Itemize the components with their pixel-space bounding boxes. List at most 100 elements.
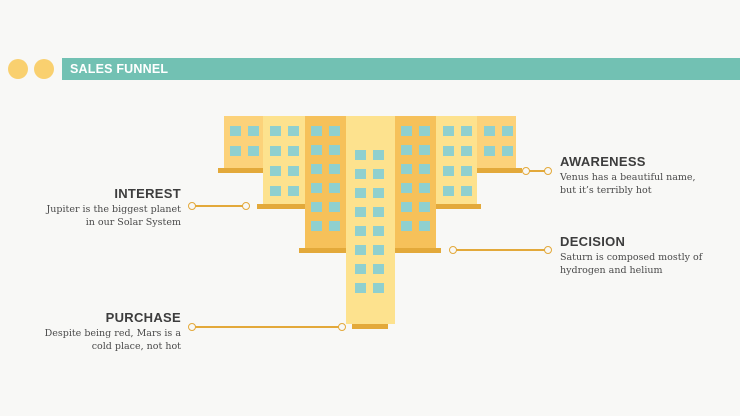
building-inner-right-window [401,126,412,136]
building-left-window [288,146,299,156]
building-inner-left-window [311,221,322,231]
building-right-base [431,204,481,209]
building-left-base [257,204,307,209]
interest-connector [193,205,246,207]
building-far-left-window [248,146,259,156]
building-far-right-window [484,126,495,136]
building-inner-left-window [311,164,322,174]
building-center-window [373,245,384,255]
awareness-connector-start [522,167,530,175]
building-inner-right-base [389,248,441,253]
building-inner-left-window [329,145,340,155]
title-banner: SALES FUNNEL [62,58,740,80]
decision-connector [454,249,548,251]
building-inner-right-window [419,126,430,136]
building-far-left-window [230,146,241,156]
awareness-label: AWARENESS Venus has a beautiful name, bu… [560,154,710,197]
building-left-window [270,186,281,196]
building-far-right-window [502,146,513,156]
building-far-left-base [218,168,268,173]
building-inner-right-window [419,164,430,174]
building-right-window [443,146,454,156]
building-left-window [288,126,299,136]
building-left-window [288,186,299,196]
building-right-window [461,186,472,196]
building-left-window [288,166,299,176]
interest-description: Jupiter is the biggest planet in our Sol… [46,204,181,228]
building-far-left [224,116,264,168]
building-inner-right-window [401,221,412,231]
building-inner-left-window [329,202,340,212]
building-inner-left-window [311,145,322,155]
building-center [346,116,395,324]
building-inner-right-window [419,221,430,231]
building-inner-right-window [401,145,412,155]
purchase-title: PURCHASE [105,310,181,325]
building-right-window [443,126,454,136]
building-center-window [373,207,384,217]
building-center-window [355,169,366,179]
building-inner-left-window [311,183,322,193]
building-center-window [373,264,384,274]
building-left-window [270,146,281,156]
building-far-right-window [502,126,513,136]
building-inner-right-window [419,145,430,155]
decor-dot-left [8,59,28,79]
awareness-connector-end [544,167,552,175]
purchase-description: Despite being red, Mars is a cold place,… [44,328,181,352]
building-center-window [373,150,384,160]
building-inner-left-window [329,164,340,174]
building-center-window [355,264,366,274]
building-inner-right-window [401,164,412,174]
awareness-title: AWARENESS [560,154,646,169]
page-title: SALES FUNNEL [70,62,169,76]
building-inner-left-window [311,202,322,212]
building-center-window [373,169,384,179]
interest-label: INTEREST Jupiter is the biggest planet i… [40,186,181,229]
building-inner-right-window [419,183,430,193]
awareness-connector [527,170,550,172]
building-far-right-base [472,168,522,173]
interest-connector-end [242,202,250,210]
decision-label: DECISION Saturn is composed mostly of hy… [560,234,710,277]
building-far-right-window [484,146,495,156]
building-right-window [443,166,454,176]
building-inner-right-window [419,202,430,212]
purchase-connector-end [338,323,346,331]
building-right-window [461,146,472,156]
decision-connector-start [449,246,457,254]
building-center-base [352,324,388,329]
building-center-window [355,226,366,236]
purchase-connector [193,326,342,328]
building-center-window [373,226,384,236]
building-far-left-window [230,126,241,136]
building-far-right [476,116,516,168]
building-left-window [270,126,281,136]
building-inner-right-window [401,183,412,193]
building-right-window [443,186,454,196]
interest-connector-start [188,202,196,210]
purchase-label: PURCHASE Despite being red, Mars is a co… [40,310,181,353]
building-center-window [355,283,366,293]
building-center-window [373,188,384,198]
building-inner-left-base [299,248,351,253]
decor-dot-right [34,59,54,79]
interest-title: INTEREST [114,186,181,201]
building-center-window [373,283,384,293]
building-center-window [355,188,366,198]
building-inner-right-window [401,202,412,212]
decision-description: Saturn is composed mostly of hydrogen an… [560,252,703,276]
building-inner-left-window [329,221,340,231]
awareness-description: Venus has a beautiful name, but it’s ter… [560,172,696,196]
decision-title: DECISION [560,234,626,249]
building-inner-left-window [329,126,340,136]
building-right-window [461,166,472,176]
building-inner-left-window [329,183,340,193]
building-far-left-window [248,126,259,136]
building-center-window [355,207,366,217]
building-center-window [355,150,366,160]
building-left-window [270,166,281,176]
decision-connector-end [544,246,552,254]
building-inner-left-window [311,126,322,136]
